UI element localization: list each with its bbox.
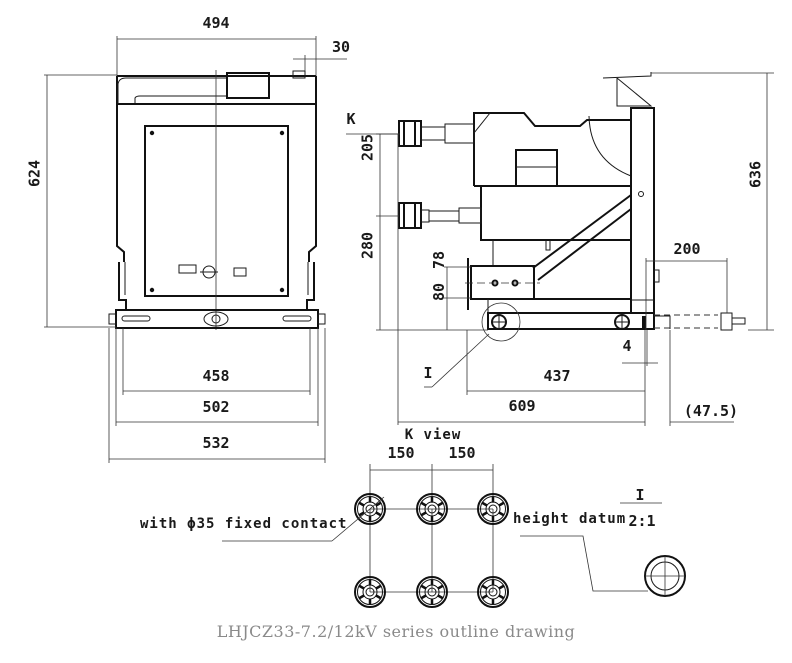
detail-title-I: I xyxy=(635,486,644,504)
dim-609: 609 xyxy=(508,397,535,415)
front-cable-upper xyxy=(117,77,228,104)
contact-2-1 xyxy=(354,576,386,608)
contact-2-3 xyxy=(477,576,509,608)
contact-note: with ϕ35 fixed contact xyxy=(140,516,347,532)
dim-280: 280 xyxy=(358,232,376,259)
side-frame-post xyxy=(630,107,655,314)
side-brace-upper xyxy=(532,194,632,269)
contact-2-2 xyxy=(416,576,448,608)
contact-grid xyxy=(354,493,509,608)
panel-indicator-window xyxy=(178,264,197,274)
side-upper-window xyxy=(515,149,558,187)
dim-30: 30 xyxy=(332,38,350,56)
dim-205: 205 xyxy=(358,134,376,161)
panel-counter-window xyxy=(233,267,247,277)
dim-494: 494 xyxy=(202,14,229,32)
dim-4: 4 xyxy=(622,337,631,355)
panel-screw-bl xyxy=(149,287,155,293)
front-left-rail xyxy=(118,262,127,310)
side-middle-housing xyxy=(480,186,631,241)
dim-624: 624 xyxy=(25,160,43,187)
side-frame-latch xyxy=(653,269,660,283)
dim-80: 80 xyxy=(430,283,448,301)
front-panel xyxy=(144,125,289,297)
side-bracket xyxy=(470,265,535,300)
front-top-block xyxy=(226,72,270,99)
dim-437: 437 xyxy=(543,367,570,385)
side-upper-arc xyxy=(588,115,632,177)
side-upper-housing xyxy=(473,112,631,186)
dim-532: 532 xyxy=(202,434,229,452)
contact-1-1 xyxy=(354,493,386,525)
detail-circle-I xyxy=(481,302,521,342)
side-contact-arm-lower xyxy=(398,202,482,229)
panel-screw-tl xyxy=(149,130,155,136)
detail-marker-I: I xyxy=(423,364,432,382)
detail-leader-I xyxy=(431,333,490,388)
detail-scale: 2:1 xyxy=(628,512,655,530)
datum-leader xyxy=(520,535,648,592)
base-slot-left xyxy=(121,315,151,322)
front-body-outline xyxy=(116,76,317,262)
panel-screw-tr xyxy=(279,130,285,136)
dim-150-right: 150 xyxy=(448,444,475,462)
side-handle-grip xyxy=(720,312,733,331)
dim-458: 458 xyxy=(202,367,229,385)
side-frame-screw xyxy=(638,191,644,197)
front-rail-inner xyxy=(124,262,309,295)
dim-502: 502 xyxy=(202,398,229,416)
front-base-plate xyxy=(115,309,319,329)
dim-47-5: (47.5) xyxy=(684,402,738,420)
base-lock-cam xyxy=(203,311,229,327)
front-right-rail xyxy=(306,262,315,310)
k-view: K view 150 150 with ϕ35 fixed contact he… xyxy=(140,427,626,608)
side-contact-arm-upper xyxy=(398,120,475,147)
detail-view-I: I 2:1 xyxy=(520,486,686,597)
front-top-tab xyxy=(292,70,306,79)
front-view: 494 30 624 458 502 532 xyxy=(25,14,350,463)
section-mark-K: K xyxy=(346,110,355,128)
contact-1-3 xyxy=(477,493,509,525)
figure-caption: LHJCZ33-7.2/12kV series outline drawing xyxy=(216,622,576,641)
side-view: K 205 280 78 80 636 200 437 609 4 xyxy=(346,72,774,426)
dim-78: 78 xyxy=(430,251,448,269)
base-slot-right xyxy=(282,315,312,322)
front-cable-lower xyxy=(134,95,228,103)
dim-150-left: 150 xyxy=(387,444,414,462)
dim-636: 636 xyxy=(746,161,764,188)
datum-note: height datum xyxy=(513,511,626,527)
side-top-bracket xyxy=(602,72,653,107)
dim-200: 200 xyxy=(673,240,700,258)
side-base-rail xyxy=(487,312,655,330)
panel-screw-br xyxy=(279,287,285,293)
contact-1-2 xyxy=(416,493,448,525)
k-view-title: K view xyxy=(405,427,462,443)
